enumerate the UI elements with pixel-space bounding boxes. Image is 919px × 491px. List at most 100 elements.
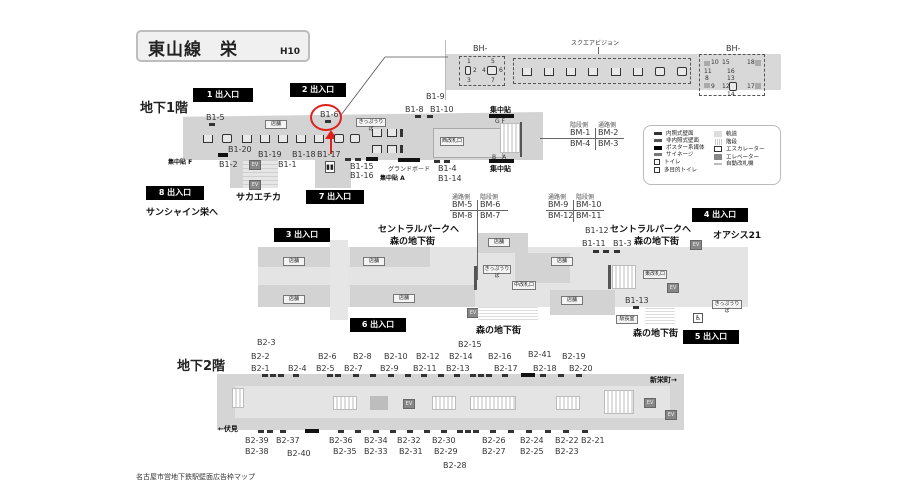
kippu-tag: きっぷうりば <box>712 300 742 314</box>
b2-15-label[interactable]: B2-15 <box>458 340 482 349</box>
b2-40-label[interactable]: B2-40 <box>287 449 311 458</box>
b2-5-label[interactable]: B2-5 <box>316 364 335 373</box>
b2-29-label[interactable]: B2-29 <box>434 447 458 456</box>
bm-1-label[interactable]: BM-1 <box>570 128 591 137</box>
b1-12-label[interactable]: B1-12 <box>585 226 609 235</box>
sunshine-label: サンシャイン栄へ <box>146 208 219 218</box>
b2-16-label[interactable]: B2-16 <box>488 352 512 361</box>
b2-7-label[interactable]: B2-7 <box>344 364 363 373</box>
b1-11-label[interactable]: B1-11 <box>582 239 606 248</box>
bm-group-1: 階段側 通路側 BM-1 BM-2 BM-4 BM-3 <box>540 120 628 156</box>
b2-8-label[interactable]: B2-8 <box>353 352 372 361</box>
b2-33-label[interactable]: B2-33 <box>364 447 388 456</box>
b2-36-label[interactable]: B2-36 <box>329 436 353 445</box>
b2-27-label[interactable]: B2-27 <box>482 447 506 456</box>
b2-18-label[interactable]: B2-18 <box>533 364 557 373</box>
b2-19-label[interactable]: B2-19 <box>562 352 586 361</box>
b1-20-label[interactable]: B1-20 <box>228 145 252 154</box>
bh-right-panel[interactable]: 10 11 15 16 18 8 9 12 13 14 17 <box>699 54 765 98</box>
b2-28-label[interactable]: B2-28 <box>443 461 467 470</box>
b2-23-label[interactable]: B2-23 <box>555 447 579 456</box>
b1-5-label[interactable]: B1-5 <box>206 113 225 122</box>
b2-37-label[interactable]: B2-37 <box>276 436 300 445</box>
gf-label: G F <box>495 118 506 125</box>
b2-4-label[interactable]: B2-4 <box>288 364 307 373</box>
b2-2-label[interactable]: B2-2 <box>251 352 270 361</box>
station-office-tag: 駅長室 <box>616 315 638 324</box>
bm-2-label[interactable]: BM-2 <box>598 128 619 137</box>
b2-34-label[interactable]: B2-34 <box>364 436 388 445</box>
bm-5-label[interactable]: BM-5 <box>452 200 473 209</box>
b2-22-label[interactable]: B2-22 <box>555 436 579 445</box>
b1-10-label[interactable]: B1-10 <box>430 105 454 114</box>
bm-8-label[interactable]: BM-8 <box>452 211 473 220</box>
b1-13-label[interactable]: B1-13 <box>625 296 649 305</box>
bm-7-label[interactable]: BM-7 <box>480 211 501 220</box>
exit-5-button[interactable]: 5 出入口 <box>683 330 739 344</box>
shop-tag: 店舗 <box>265 120 287 129</box>
b2-31-label[interactable]: B2-31 <box>399 447 423 456</box>
b2-10-label[interactable]: B2-10 <box>384 352 408 361</box>
b2-13-label[interactable]: B2-13 <box>446 364 470 373</box>
bm-11-label[interactable]: BM-11 <box>576 211 602 220</box>
b2-17-label[interactable]: B2-17 <box>494 364 518 373</box>
b1-3-label[interactable]: B1-3 <box>613 239 632 248</box>
b2-1-label[interactable]: B2-1 <box>251 364 270 373</box>
fushimi-direction: ←伏見 <box>218 425 238 433</box>
b2-12-label[interactable]: B2-12 <box>416 352 440 361</box>
bm-4-label[interactable]: BM-4 <box>570 139 591 148</box>
shuchu-gf-label: 集中貼 <box>490 106 511 114</box>
mori-label-1: 森の地下街 <box>390 237 436 247</box>
b2-25-label[interactable]: B2-25 <box>520 447 544 456</box>
b2-41-label[interactable]: B2-41 <box>528 350 552 359</box>
b2-11-label[interactable]: B2-11 <box>413 364 437 373</box>
exit-4-button[interactable]: 4 出入口 <box>692 208 748 222</box>
bm-12-label[interactable]: BM-12 <box>548 211 574 220</box>
b1-2-label[interactable]: B1-2 <box>219 160 238 169</box>
exit-2-button[interactable]: 2 出入口 <box>290 83 346 97</box>
b1-14-label[interactable]: B1-14 <box>438 174 462 183</box>
b2-3-label[interactable]: B2-3 <box>257 338 276 347</box>
exit-7-button[interactable]: 7 出入口 <box>306 190 364 204</box>
b2-floor-label: 地下2階 <box>177 359 226 374</box>
bh-left-panel[interactable]: 1 2 3 4 5 6 7 <box>459 56 505 86</box>
bm-9-label[interactable]: BM-9 <box>548 200 569 209</box>
map-legend: 内照式壁面 非内照式壁面 ポスター系媒体 サイネージ トイレ 多目的トイレ 軌道… <box>643 125 781 185</box>
b1-16-label[interactable]: B1-16 <box>350 171 374 180</box>
stairs <box>500 123 520 153</box>
bm-6-label[interactable]: BM-6 <box>480 200 501 209</box>
b1-8-label[interactable]: B1-8 <box>405 105 424 114</box>
kippu-tag: きっぷうりば <box>483 265 511 279</box>
b2-35-label[interactable]: B2-35 <box>333 447 357 456</box>
stairs <box>612 265 636 289</box>
b2-38-label[interactable]: B2-38 <box>245 447 269 456</box>
b2-20-label[interactable]: B2-20 <box>569 364 593 373</box>
square-vision-panel[interactable] <box>513 58 691 84</box>
exit-6-button[interactable]: 6 出入口 <box>350 318 406 332</box>
b1-17-label[interactable]: B1-17 <box>317 150 341 159</box>
highlight-circle <box>310 104 342 131</box>
b2-32-label[interactable]: B2-32 <box>397 436 421 445</box>
b2-9-label[interactable]: B2-9 <box>380 364 399 373</box>
b1-15-label[interactable]: B1-15 <box>350 162 374 171</box>
b2-26-label[interactable]: B2-26 <box>482 436 506 445</box>
b2-30-label[interactable]: B2-30 <box>432 436 456 445</box>
bm-10-label[interactable]: BM-10 <box>576 200 602 209</box>
b2-24-label[interactable]: B2-24 <box>520 436 544 445</box>
station-title: 東山線 栄 <box>148 40 238 60</box>
b1-18-label[interactable]: B1-18 <box>292 150 316 159</box>
b1-9-label[interactable]: B1-9 <box>426 92 445 101</box>
b2-39-label[interactable]: B2-39 <box>245 436 269 445</box>
b2-6-label[interactable]: B2-6 <box>318 352 337 361</box>
b1-4-label[interactable]: B1-4 <box>438 164 457 173</box>
b2-14-label[interactable]: B2-14 <box>449 352 473 361</box>
oasis21-label: オアシス21 <box>713 231 762 241</box>
exit-3-button[interactable]: 3 出入口 <box>274 228 330 242</box>
b1-1-label[interactable]: B1-1 <box>278 160 297 169</box>
b2-21-label[interactable]: B2-21 <box>581 436 605 445</box>
exit-1-button[interactable]: 1 出入口 <box>193 88 253 102</box>
west-gate-tag: 西改札口 <box>440 137 464 146</box>
b1-19-label[interactable]: B1-19 <box>258 150 282 159</box>
exit-8-button[interactable]: 8 出入口 <box>146 186 204 200</box>
bm-3-label[interactable]: BM-3 <box>598 139 619 148</box>
